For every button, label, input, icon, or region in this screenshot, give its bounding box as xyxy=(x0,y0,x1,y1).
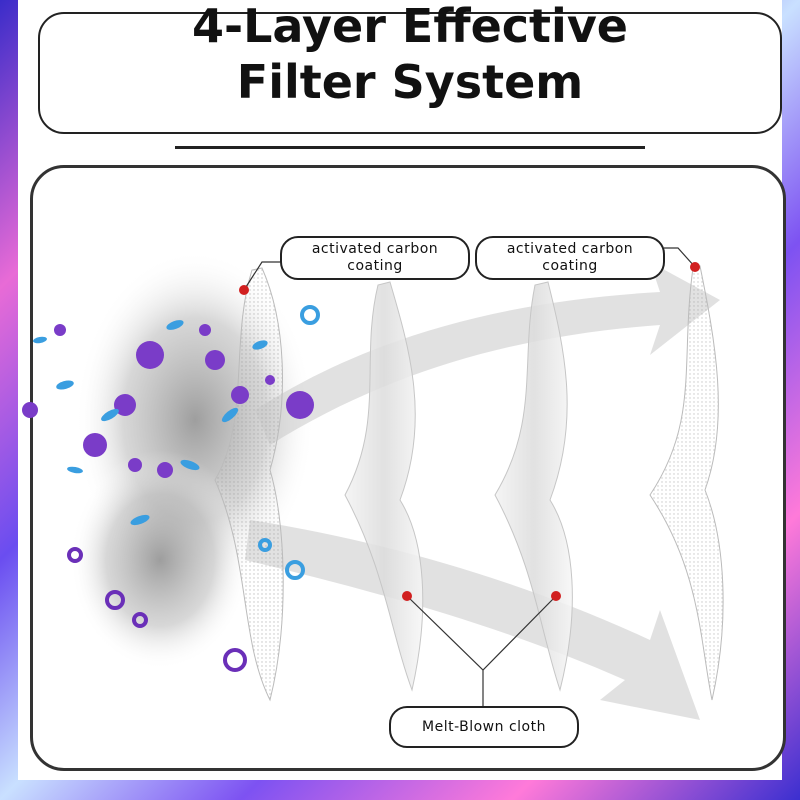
bacteria-particles xyxy=(33,320,268,526)
title-banner: 4-Layer Effective Filter System xyxy=(38,0,782,134)
airflow-arrow-upper xyxy=(255,262,720,445)
filter-layer-1 xyxy=(214,267,284,702)
page-title: 4-Layer Effective Filter System xyxy=(191,0,628,109)
dust-ring-particles xyxy=(67,305,320,672)
virus-particles xyxy=(22,324,314,478)
filter-layer-3 xyxy=(494,281,573,692)
airflow-arrow-lower xyxy=(245,520,700,720)
callout-dots xyxy=(239,262,700,601)
filter-layer-2 xyxy=(344,281,424,692)
callout-melt-blown-cloth: Melt-Blown cloth xyxy=(389,706,579,748)
title-divider xyxy=(175,146,645,149)
filter-layer-4 xyxy=(649,265,724,701)
callout-leaders xyxy=(243,247,696,707)
callout-activated-carbon-1: activated carbon coating xyxy=(280,236,470,280)
callout-activated-carbon-2: activated carbon coating xyxy=(475,236,665,280)
